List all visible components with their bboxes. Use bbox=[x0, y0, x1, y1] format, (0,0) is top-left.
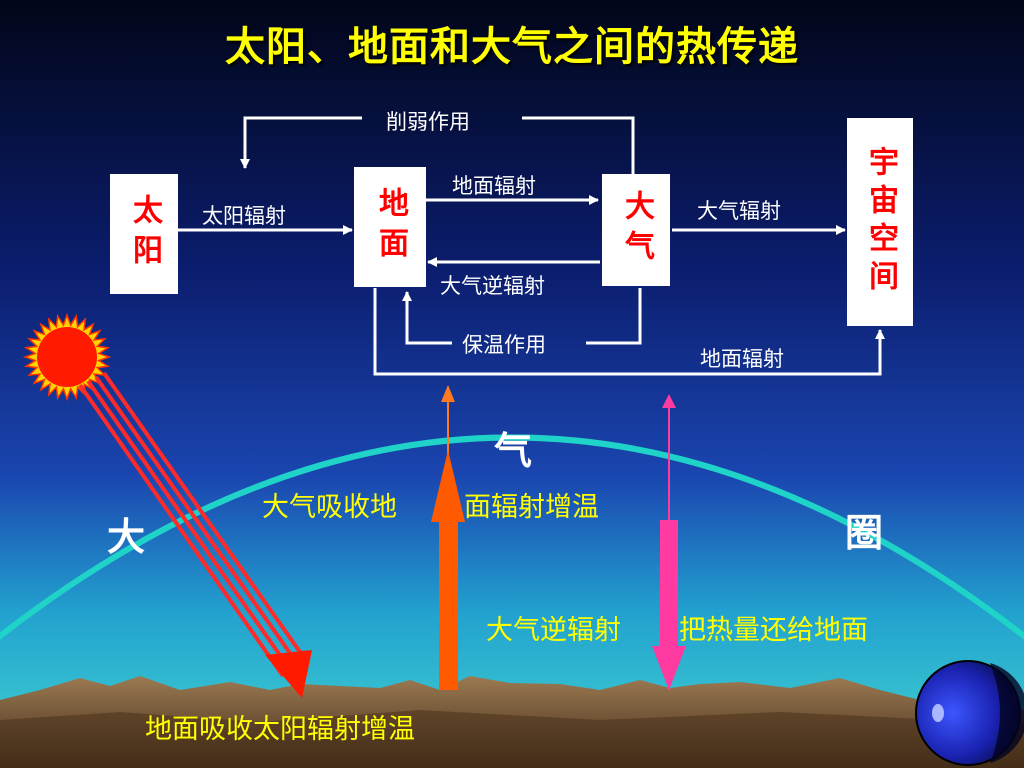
label-counter-radiation-1: 大气逆辐射 bbox=[486, 615, 621, 646]
atmosphere-boundary-arc bbox=[0, 434, 1024, 640]
flow-connectors bbox=[178, 116, 885, 376]
space-box: 宇宙空间 bbox=[847, 118, 913, 326]
atmosphere-box: 大气 bbox=[602, 174, 670, 286]
label-atm-counter-radiation: 大气逆辐射 bbox=[440, 274, 545, 298]
sun-box: 太阳 bbox=[110, 174, 178, 294]
atmosphere-char-3: 圈 bbox=[845, 511, 884, 555]
label-ground-radiation-to-space: 地面辐射 bbox=[700, 347, 784, 371]
label-solar-radiation: 太阳辐射 bbox=[202, 204, 286, 228]
label-atm-radiation: 大气辐射 bbox=[697, 199, 781, 223]
label-insulation: 保温作用 bbox=[462, 333, 546, 357]
atmosphere-char-1: 大 bbox=[107, 515, 146, 559]
ground-box: 地面 bbox=[354, 167, 426, 287]
label-counter-radiation-2: 把热量还给地面 bbox=[679, 615, 868, 646]
label-ground-absorb: 地面吸收太阳辐射增温 bbox=[145, 714, 415, 745]
label-weakening: 削弱作用 bbox=[386, 110, 470, 134]
ground-shadow bbox=[0, 710, 1024, 768]
label-atm-absorb-1: 大气吸收地 bbox=[262, 492, 397, 523]
ground-radiation-arrow bbox=[431, 385, 465, 690]
sun-icon bbox=[22, 312, 112, 402]
slide-title: 太阳、地面和大气之间的热传递 bbox=[225, 24, 799, 70]
earth-globe-icon bbox=[915, 660, 1024, 766]
solar-radiation-rays bbox=[78, 371, 312, 698]
label-atm-absorb-2: 面辐射增温 bbox=[464, 492, 599, 523]
atmosphere-char-2: 气 bbox=[494, 429, 533, 473]
counter-radiation-arrow bbox=[652, 394, 686, 690]
label-ground-radiation-to-atm: 地面辐射 bbox=[452, 174, 536, 198]
